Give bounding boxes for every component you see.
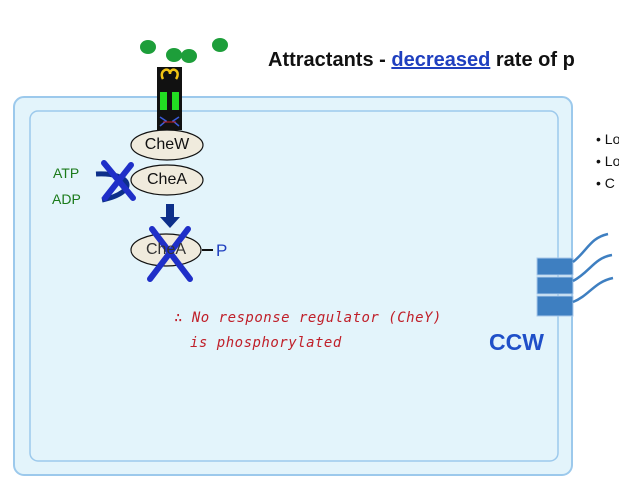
adp-label: ADP <box>52 191 81 207</box>
slide-title: Attractants - decreased rate of p <box>268 49 575 72</box>
chew-protein <box>130 129 204 161</box>
attractant-molecule <box>181 49 197 63</box>
chea-protein <box>130 164 204 196</box>
transmembrane-helix <box>160 92 167 110</box>
inner-membrane <box>29 110 559 462</box>
attractant-molecule <box>212 38 228 52</box>
attractant-molecule <box>166 48 182 62</box>
signaling-domain <box>159 116 180 127</box>
title-emphasis: decreased <box>391 49 491 71</box>
attractant-molecules <box>140 38 228 63</box>
rotation-label: CCW <box>489 329 544 355</box>
cross-mark <box>101 160 136 201</box>
cross-mark <box>147 226 193 282</box>
note-line-1: ∴ No response regulator (CheY) <box>174 310 442 326</box>
flagellar-motor <box>536 257 574 317</box>
chew-label: CheW <box>144 136 190 153</box>
phosphorylation-arrow <box>160 204 180 228</box>
side-bullet: • Lo <box>596 131 619 147</box>
title-prefix: Attractants - <box>268 49 392 71</box>
ligand-binding-domain <box>160 68 179 80</box>
chea-label: CheA <box>146 171 188 188</box>
chea-phospho-label: CheA <box>145 241 187 258</box>
flagella <box>572 232 614 304</box>
side-bullet: • Lo <box>596 153 619 169</box>
phosphate-label: P <box>216 241 228 260</box>
title-suffix: rate of p <box>490 49 575 71</box>
note-line-2: is phosphorylated <box>190 335 342 351</box>
side-bullet: • C <box>596 175 615 191</box>
atp-adp-arrow <box>95 171 130 203</box>
atp-label: ATP <box>53 165 80 181</box>
chemoreceptor <box>157 67 182 130</box>
attractant-molecule <box>140 40 156 54</box>
transmembrane-helix <box>172 92 179 110</box>
